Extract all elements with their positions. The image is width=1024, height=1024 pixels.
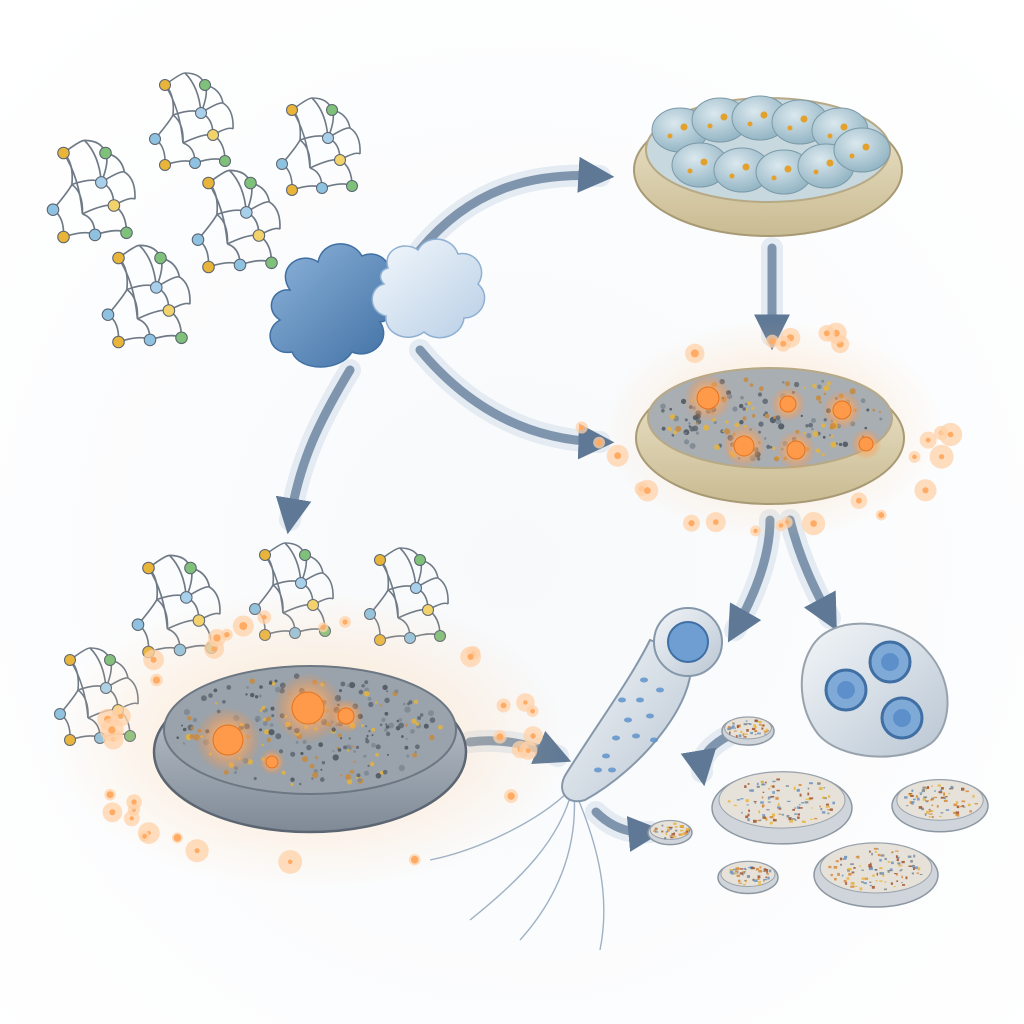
mitochondrion-icon [152,665,468,834]
mitochondrion-icon [635,367,905,505]
flow-arrow [415,345,615,460]
molecule-network-icon [191,169,281,274]
nucleus [667,621,709,663]
molecule-network-icon [101,244,191,349]
cell-icon [800,622,949,758]
mitochondrion-large [50,590,570,890]
cloud-source [269,238,486,368]
flow-arrow [275,365,355,535]
flow-arrow [591,807,665,852]
petri-dish-icon [647,819,693,846]
mitochondrion-activated [575,320,963,540]
petri-dish-icon [813,842,939,908]
petri-dish-icon [891,778,989,833]
sperm-cell-icon [429,607,723,951]
flow-arrow [680,731,733,787]
petri-dish-icon [721,716,775,746]
flow-arrow [415,156,615,255]
mitochondrion-resting [633,95,903,237]
multinucleate-cell [800,622,949,758]
molecule-network-icon [149,72,234,171]
fragment-dishes [647,716,989,908]
molecule-cluster [46,72,361,349]
sperm-cell [429,607,723,951]
cloud-icon [371,238,486,339]
molecule-network-icon [46,139,136,244]
mitochondrion-icon [633,95,903,237]
petri-dish-icon [711,771,853,845]
petri-dish-icon [717,860,779,895]
cloud-icon [269,243,398,368]
molecule-network-icon [276,97,361,196]
